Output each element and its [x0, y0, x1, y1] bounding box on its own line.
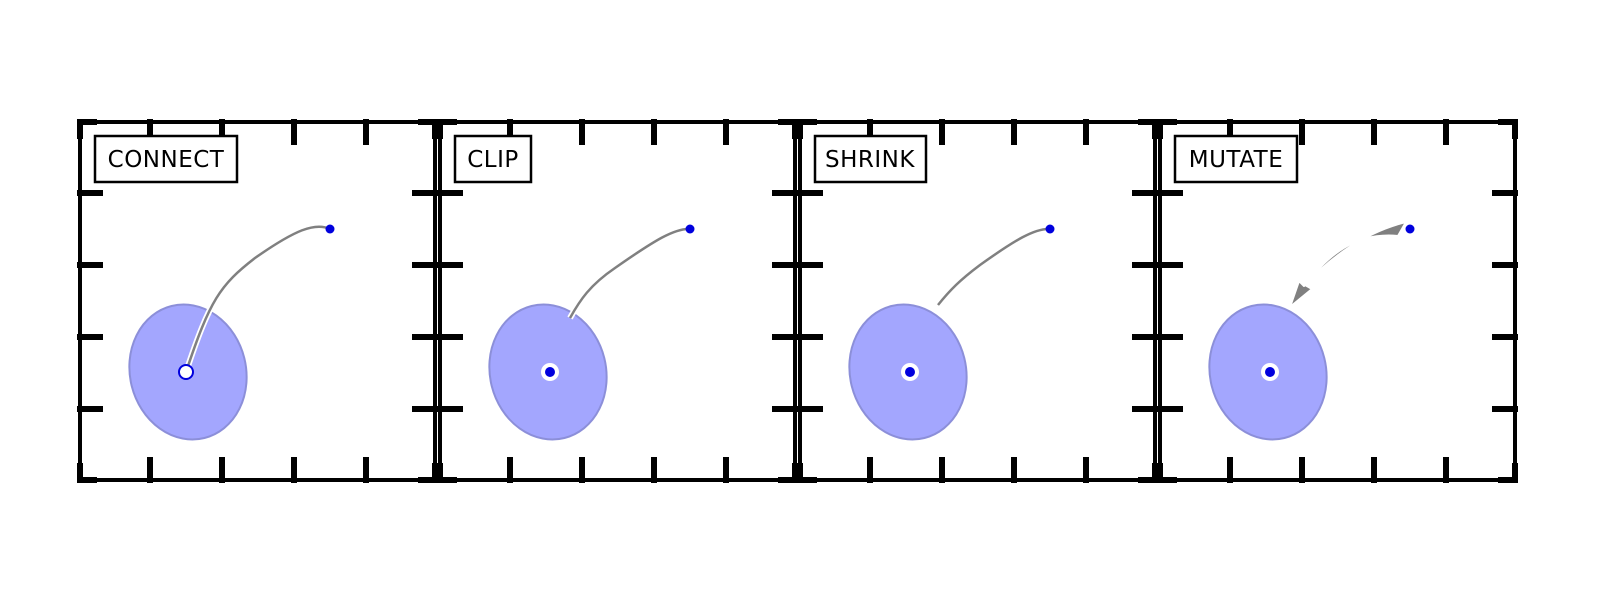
connector-edge	[937, 227, 1051, 306]
node-port-dot	[178, 364, 194, 380]
node-center-dot	[905, 367, 915, 377]
connector-edge	[568, 227, 691, 319]
target-port-dot	[685, 224, 695, 234]
panel-label-clip: CLIP	[467, 147, 519, 173]
label-box-connect: CONNECT	[93, 134, 239, 184]
mutated-arrow-edge	[1289, 221, 1407, 308]
label-box-shrink: SHRINK	[813, 134, 928, 184]
node-center-dot	[545, 367, 555, 377]
panel-connect: CONNECT	[77, 119, 438, 483]
panel-shrink: SHRINK	[797, 119, 1158, 483]
panel-frame	[1157, 119, 1518, 483]
node-center-dot	[1265, 367, 1275, 377]
target-port-dot	[1405, 224, 1415, 234]
connector-edge	[184, 225, 331, 373]
connector-edge-halo	[567, 225, 691, 320]
target-port-dot	[325, 224, 335, 234]
panel-label-mutate: MUTATE	[1189, 147, 1283, 173]
panel-mutate: MUTATE	[1157, 119, 1518, 483]
panel-frame	[77, 119, 438, 483]
label-box-mutate: MUTATE	[1173, 134, 1299, 184]
label-box-clip: CLIP	[453, 134, 533, 184]
panel-label-shrink: SHRINK	[825, 147, 915, 173]
panel-frame	[437, 119, 798, 483]
panel-label-connect: CONNECT	[108, 147, 225, 173]
panel-frame	[797, 119, 1158, 483]
target-port-dot	[1045, 224, 1055, 234]
panel-clip: CLIP	[437, 119, 798, 483]
